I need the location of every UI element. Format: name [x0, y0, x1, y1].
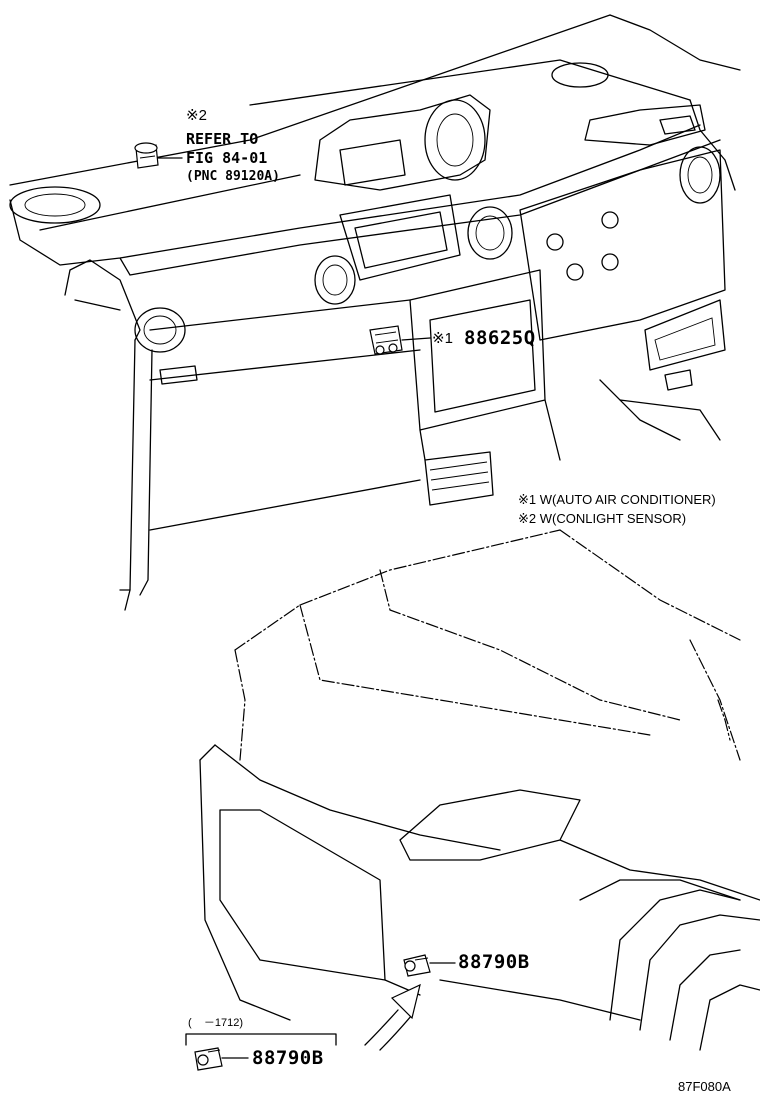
part-number-88790b-front: 88790B	[458, 951, 530, 973]
inset-range-label: ( －1712)	[188, 1017, 244, 1029]
part-number-88790b-inset: 88790B	[252, 1047, 324, 1069]
callout-mark-1: ※1	[432, 330, 453, 347]
pnc-reference-label: (PNC 89120A)	[186, 169, 280, 184]
arrow-icon	[364, 983, 421, 1051]
note-1: ※1 W(AUTO AIR CONDITIONER)	[518, 492, 716, 507]
sensor-88790b-inset-icon	[194, 1047, 223, 1071]
note-2: ※2 W(CONLIGHT SENSOR)	[518, 511, 687, 526]
fig-reference-label: FIG 84-01	[186, 149, 268, 167]
light-sensor-icon	[134, 142, 159, 169]
sensor-88625q-icon	[369, 325, 403, 355]
figure-id: 87F080A	[678, 1079, 731, 1094]
part-number-88625q: 88625Q	[464, 327, 536, 349]
inset-bracket	[185, 1033, 337, 1046]
car-front-drawing	[199, 529, 760, 1051]
refer-to-label: REFER TO	[186, 130, 259, 148]
sensor-88790b-front-icon	[403, 954, 431, 977]
callout-mark-2: ※2	[186, 107, 207, 124]
dashboard-drawing	[9, 14, 741, 611]
